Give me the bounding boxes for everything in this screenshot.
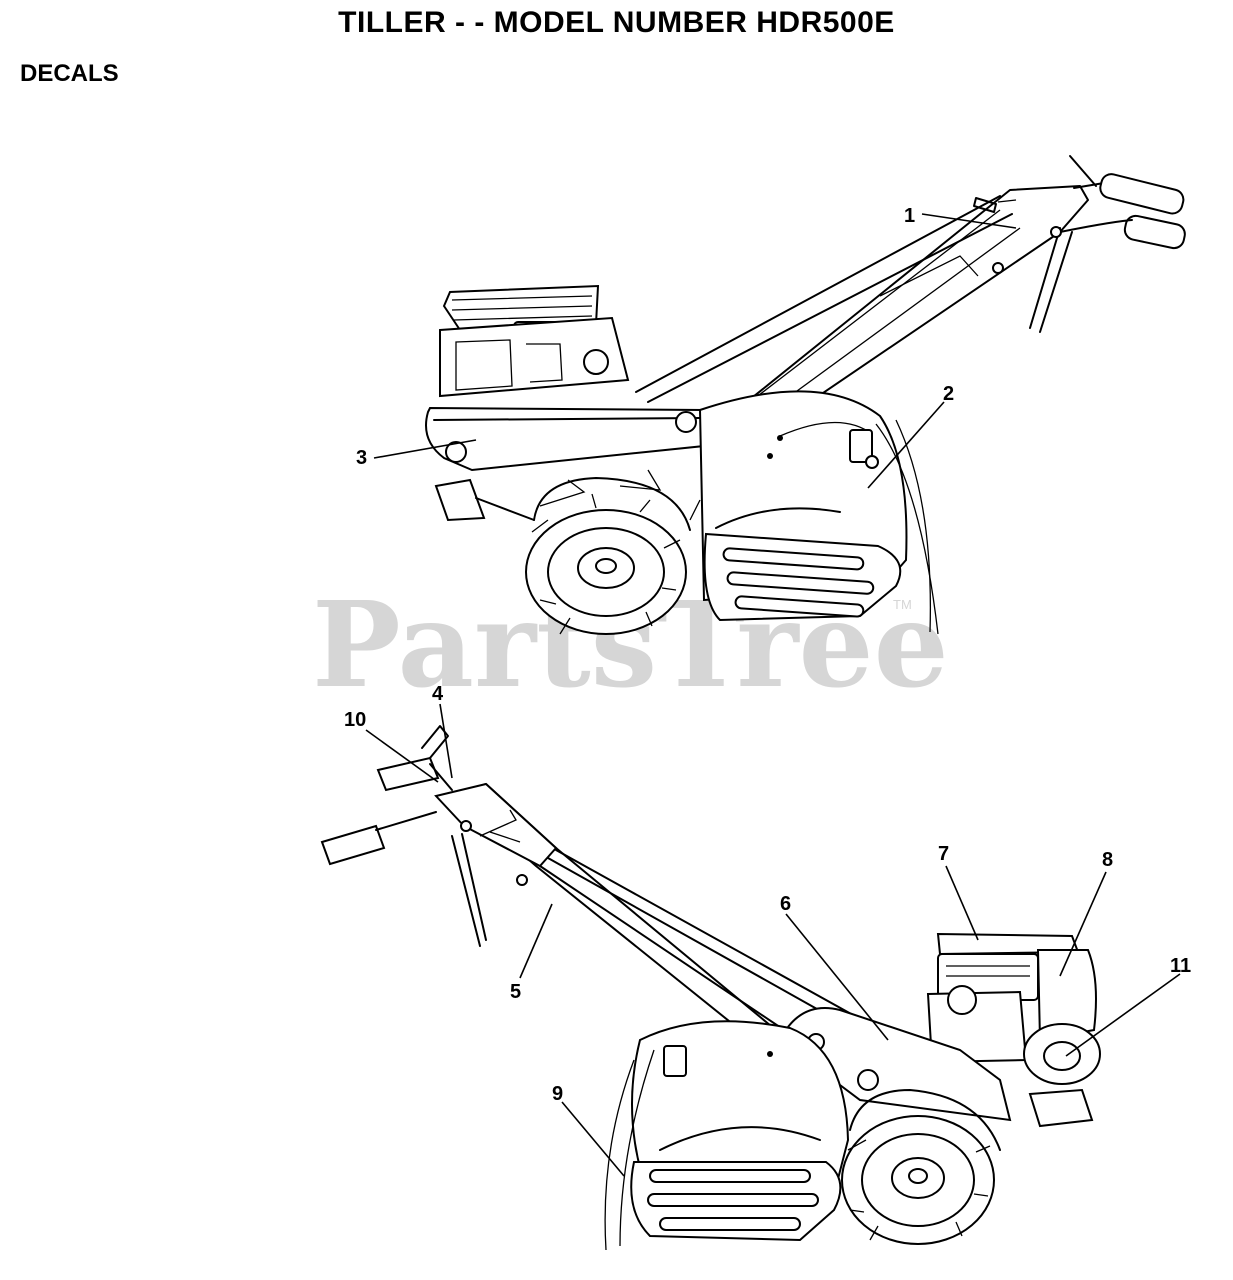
callout-7: 7 [938, 843, 949, 865]
callout-leaders [365, 213, 1181, 1177]
tiller-bottom-view [320, 725, 1101, 1251]
callout-2: 2 [943, 383, 954, 405]
page-title: TILLER - - MODEL NUMBER HDR500E [338, 6, 895, 39]
tiller-top-view [425, 155, 1186, 635]
callout-11: 11 [1170, 955, 1191, 977]
callout-8: 8 [1102, 849, 1113, 871]
watermark-trademark: TM [893, 597, 912, 612]
callout-6: 6 [780, 893, 791, 915]
callout-10: 10 [344, 709, 366, 731]
callout-5: 5 [510, 981, 521, 1003]
callout-9: 9 [552, 1083, 563, 1105]
callout-1: 1 [904, 205, 915, 227]
section-heading: DECALS [20, 60, 119, 87]
callout-3: 3 [356, 447, 367, 469]
callout-4: 4 [432, 683, 444, 705]
